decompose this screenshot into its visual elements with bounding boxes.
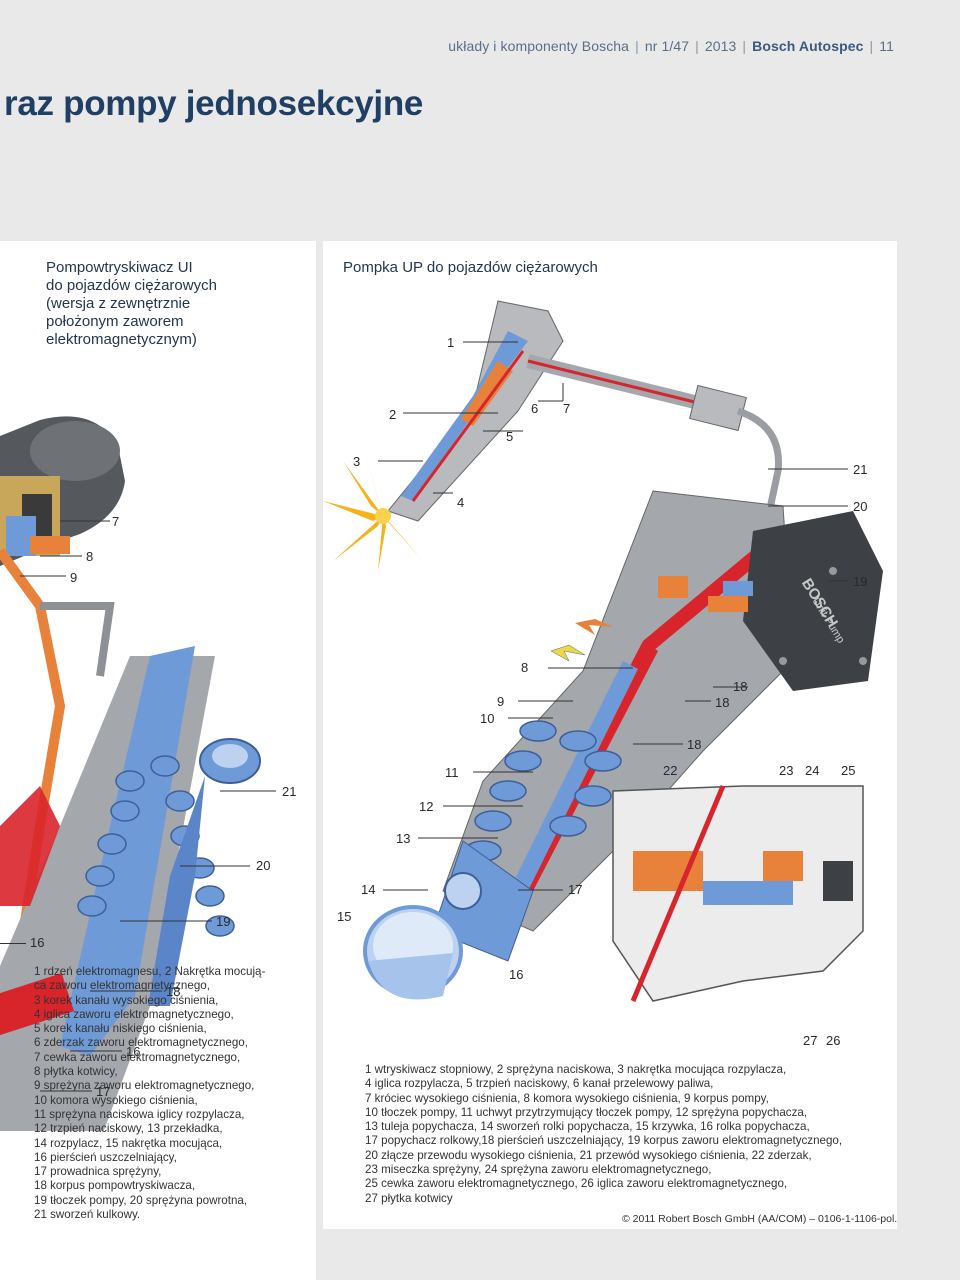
callout-label: 24 bbox=[805, 763, 819, 778]
callout-label: 18 bbox=[715, 695, 729, 710]
header-magazine: Bosch Autospec bbox=[752, 38, 864, 54]
callout-label: 17 bbox=[96, 1084, 110, 1099]
callout-label: 26 bbox=[826, 1033, 840, 1048]
stepped-injector bbox=[387, 300, 564, 522]
callout-label: 5 bbox=[506, 429, 513, 444]
right-panel-title: Pompka UP do pojazdów ciężarowych bbox=[343, 259, 598, 276]
running-header: układy i komponenty Boscha | nr 1/47 | 2013 |… bbox=[448, 38, 894, 54]
separator: | bbox=[742, 38, 747, 54]
header-year: 2013 bbox=[704, 38, 737, 54]
left-panel-title: Pompowtryskiwacz UI do pojazdów ciężarow… bbox=[46, 259, 217, 348]
header-issue: nr 1/47 bbox=[644, 38, 690, 54]
callout-label: 8 bbox=[86, 549, 93, 564]
callout-label: 16 bbox=[509, 967, 523, 982]
callout-label: 7 bbox=[563, 401, 570, 416]
fuel-spray bbox=[323, 446, 423, 571]
callout-label: 16 bbox=[126, 1044, 140, 1059]
ball-pin bbox=[148, 738, 261, 1006]
callout-label: 13 bbox=[396, 831, 410, 846]
callout-label: 18 bbox=[166, 984, 180, 999]
callout-label: 14 bbox=[361, 882, 375, 897]
header-page-number: 11 bbox=[879, 38, 894, 54]
callout-label: 11 bbox=[445, 765, 459, 780]
callout-label: 1 bbox=[447, 335, 454, 350]
callout-label: 20 bbox=[853, 499, 867, 514]
flow-arrows bbox=[550, 619, 613, 662]
right-panel: Pompka UP do pojazdów ciężarowych bbox=[323, 241, 897, 1229]
solenoid-housing bbox=[0, 416, 125, 566]
callout-label: 22 bbox=[663, 763, 677, 778]
valve-internals bbox=[658, 576, 753, 612]
left-callout-labels: 7 8 9 21 20 19 18 16 17 16 bbox=[64, 514, 296, 1131]
callout-label: 23 bbox=[779, 763, 793, 778]
leader-lines bbox=[378, 341, 848, 891]
callout-label: 12 bbox=[419, 799, 433, 814]
header-section: układy i komponenty Boscha bbox=[448, 38, 630, 54]
callout-label: 21 bbox=[282, 784, 296, 799]
unit-injector-diagram: 7 8 9 21 20 19 18 16 17 16 bbox=[0, 416, 296, 1131]
leader-lines bbox=[20, 520, 276, 1092]
callout-label: 8 bbox=[521, 660, 528, 675]
right-callout-labels: 1 2 6 7 5 3 4 21 20 19 8 18 9 18 10 18 1… bbox=[337, 335, 867, 1048]
callout-label: 9 bbox=[497, 694, 504, 709]
callout-label: 18 bbox=[733, 679, 747, 694]
callout-label: 18 bbox=[687, 737, 701, 752]
page-title: raz pompy jednosekcyjne bbox=[4, 84, 424, 123]
right-legend: 1 wtryskiwacz stopniowy, 2 sprężyna naci… bbox=[365, 1063, 843, 1205]
callout-label: 25 bbox=[841, 763, 855, 778]
copyright-notice: © 2011 Robert Bosch GmbH (AA/COM) – 0106… bbox=[622, 1213, 898, 1225]
solenoid-valve-box: BOSCH Unit Pump bbox=[743, 511, 883, 691]
callout-label: 17 bbox=[568, 882, 582, 897]
callout-label: 19 bbox=[216, 914, 230, 929]
left-legend: 1 rdzeń elektromagnesu, 2 Nakrętka mocuj… bbox=[34, 965, 266, 1222]
separator: | bbox=[635, 38, 639, 54]
callout-label: 16 bbox=[64, 1129, 78, 1131]
callout-label: 15 bbox=[337, 909, 351, 924]
housing-wall bbox=[40, 602, 115, 677]
separator: | bbox=[695, 38, 699, 54]
left-panel: Pompowtryskiwacz UI do pojazdów ciężarow… bbox=[0, 241, 316, 1280]
callout-label: 16 bbox=[30, 935, 45, 950]
unit-pump-diagram: BOSCH Unit Pump bbox=[323, 300, 883, 1048]
callout-label: 9 bbox=[70, 570, 77, 585]
callout-label: 6 bbox=[531, 401, 538, 416]
tappet-spring bbox=[464, 720, 622, 862]
callout-label: 19 bbox=[853, 574, 867, 589]
callout-label: 21 bbox=[853, 462, 867, 477]
callout-label: 2 bbox=[389, 407, 396, 422]
cam bbox=[363, 905, 463, 1000]
callout-label: 27 bbox=[803, 1033, 817, 1048]
callout-label: 10 bbox=[480, 711, 494, 726]
detail-inset bbox=[612, 785, 864, 1002]
leader-line bbox=[0, 943, 26, 944]
callout-label: 4 bbox=[457, 495, 464, 510]
separator: | bbox=[869, 38, 874, 54]
callout-label: 7 bbox=[112, 514, 119, 529]
callout-label: 20 bbox=[256, 858, 270, 873]
callout-label: 3 bbox=[353, 454, 360, 469]
